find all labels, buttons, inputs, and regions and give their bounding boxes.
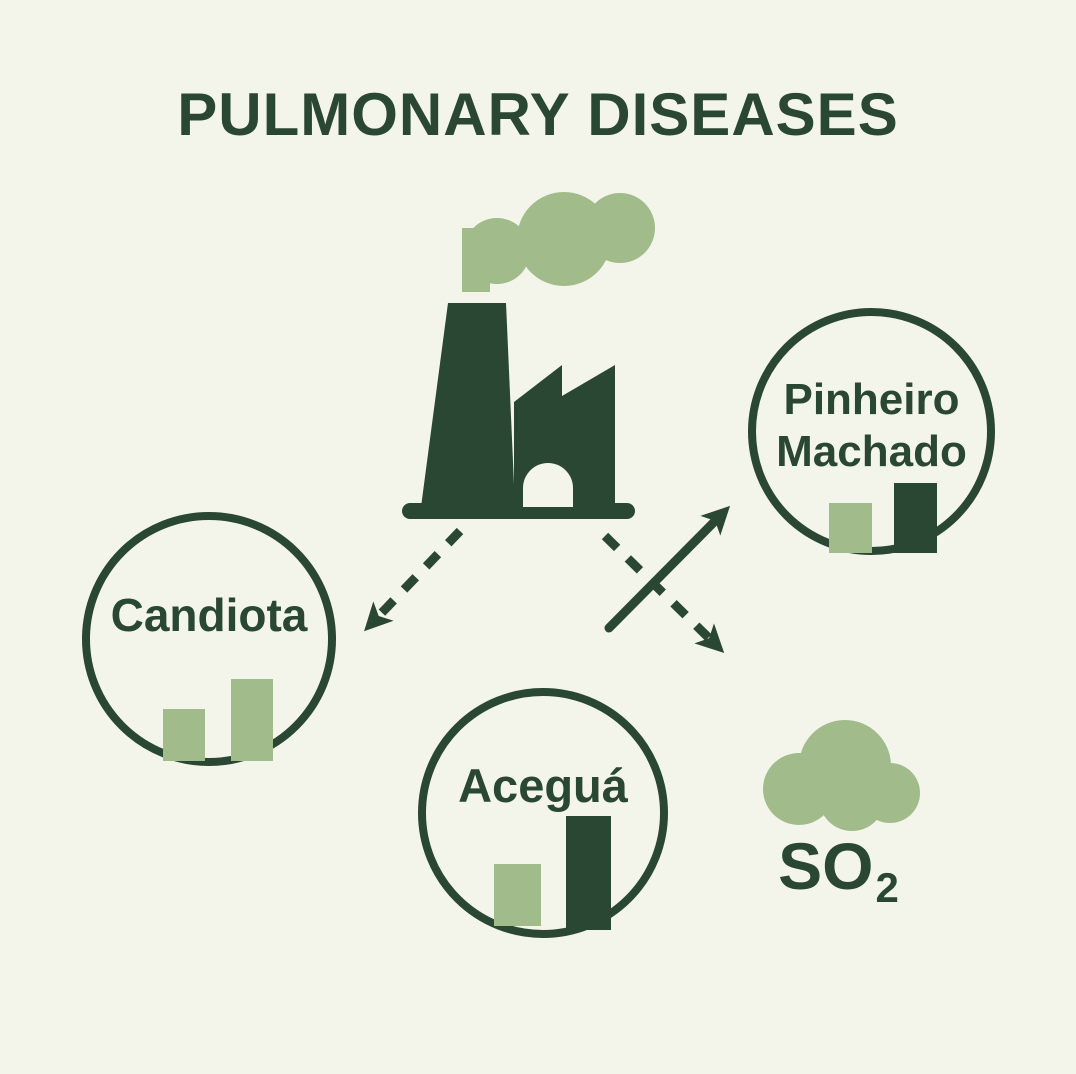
candiota-bar-2	[231, 679, 273, 761]
pinheiro-machado-bar-2	[894, 483, 937, 553]
arrow-factory-to-so2	[601, 532, 725, 654]
node-candiota-label: Candiota	[110, 589, 308, 641]
node-candiota: Candiota	[82, 512, 336, 766]
so2-label: SO2	[755, 833, 920, 909]
so2-formula-base: SO	[778, 829, 874, 903]
pinheiro-machado-bar-1	[829, 503, 872, 553]
smoke-cloud-icon	[462, 192, 655, 292]
acegua-bar-2	[566, 816, 611, 930]
arrow-factory-to-candiota	[364, 527, 464, 632]
acegua-bar-1	[494, 864, 541, 926]
so2-cloud-icon	[763, 720, 920, 831]
arrow-to-pinheiro-machado	[604, 505, 731, 633]
node-pinheiro-machado-label: Pinheiro Machado	[776, 375, 967, 476]
factory-door	[523, 463, 573, 507]
so2-formula-subscript: 2	[875, 864, 899, 911]
node-pinheiro-machado: Pinheiro Machado	[748, 308, 995, 555]
page-title: PULMONARY DISEASES	[177, 81, 899, 148]
node-acegua: Aceguá	[418, 688, 668, 938]
candiota-bar-1	[163, 709, 205, 761]
factory-icon	[402, 303, 635, 519]
node-acegua-label: Aceguá	[458, 759, 628, 812]
